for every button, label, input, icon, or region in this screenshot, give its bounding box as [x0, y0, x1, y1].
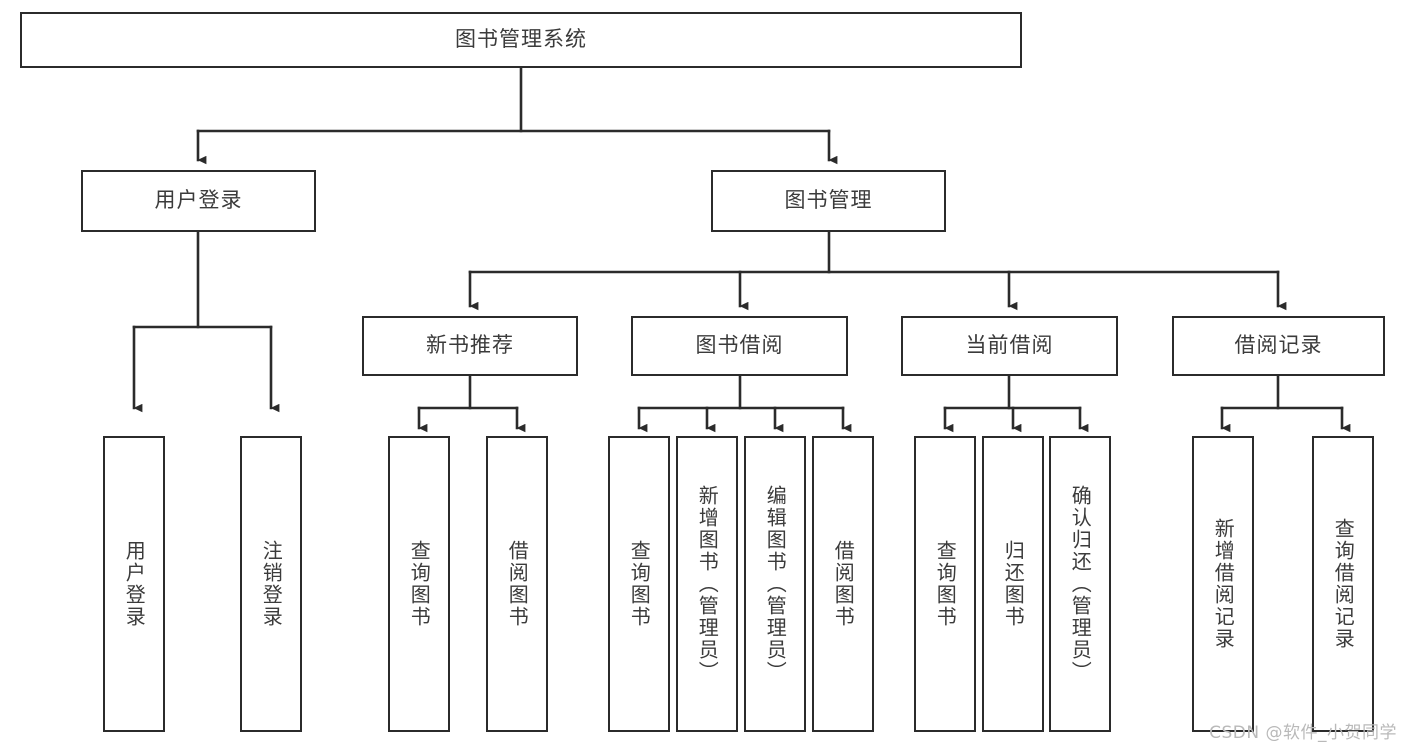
leaf-edit-book-admin-label: 编辑图书（管理员）: [763, 485, 788, 683]
node-user-login-label: 用户登录: [154, 188, 243, 213]
node-borrow-record[interactable]: 借阅记录: [1172, 316, 1385, 376]
leaf-add-borrow-record-label: 新增借阅记录: [1211, 518, 1236, 650]
leaf-user-login[interactable]: 用户登录: [103, 436, 165, 732]
leaf-query-book-3[interactable]: 查询图书: [914, 436, 976, 732]
leaf-query-book-1-label: 查询图书: [407, 540, 432, 628]
leaf-user-login-label: 用户登录: [122, 540, 147, 628]
leaf-query-book-2[interactable]: 查询图书: [608, 436, 670, 732]
leaf-edit-book-admin[interactable]: 编辑图书（管理员）: [744, 436, 806, 732]
leaf-borrow-book-1-label: 借阅图书: [505, 540, 530, 628]
node-borrow-record-label: 借阅记录: [1234, 333, 1323, 358]
leaf-query-borrow-record-label: 查询借阅记录: [1331, 518, 1356, 650]
leaf-add-borrow-record[interactable]: 新增借阅记录: [1192, 436, 1254, 732]
node-book-borrow-label: 图书借阅: [695, 333, 784, 358]
leaf-user-logout-label: 注销登录: [259, 540, 284, 628]
leaf-user-logout[interactable]: 注销登录: [240, 436, 302, 732]
node-book-manage-label: 图书管理: [784, 188, 873, 213]
leaf-query-book-2-label: 查询图书: [627, 540, 652, 628]
leaf-add-book-admin[interactable]: 新增图书（管理员）: [676, 436, 738, 732]
node-book-manage[interactable]: 图书管理: [711, 170, 946, 232]
node-current-borrow[interactable]: 当前借阅: [901, 316, 1118, 376]
leaf-confirm-return-admin-label: 确认归还（管理员）: [1068, 485, 1093, 683]
node-root[interactable]: 图书管理系统: [20, 12, 1022, 68]
leaf-query-borrow-record[interactable]: 查询借阅记录: [1312, 436, 1374, 732]
leaf-borrow-book-1[interactable]: 借阅图书: [486, 436, 548, 732]
leaf-confirm-return-admin[interactable]: 确认归还（管理员）: [1049, 436, 1111, 732]
leaf-query-book-3-label: 查询图书: [933, 540, 958, 628]
leaf-return-book[interactable]: 归还图书: [982, 436, 1044, 732]
node-new-book-recommend[interactable]: 新书推荐: [362, 316, 578, 376]
node-user-login[interactable]: 用户登录: [81, 170, 316, 232]
leaf-return-book-label: 归还图书: [1001, 540, 1026, 628]
node-current-borrow-label: 当前借阅: [965, 333, 1054, 358]
leaf-borrow-book-2[interactable]: 借阅图书: [812, 436, 874, 732]
node-book-borrow[interactable]: 图书借阅: [631, 316, 848, 376]
node-root-label: 图书管理系统: [455, 27, 587, 52]
leaf-add-book-admin-label: 新增图书（管理员）: [695, 485, 720, 683]
leaf-query-book-1[interactable]: 查询图书: [388, 436, 450, 732]
leaf-borrow-book-2-label: 借阅图书: [831, 540, 856, 628]
node-new-book-recommend-label: 新书推荐: [426, 333, 514, 358]
